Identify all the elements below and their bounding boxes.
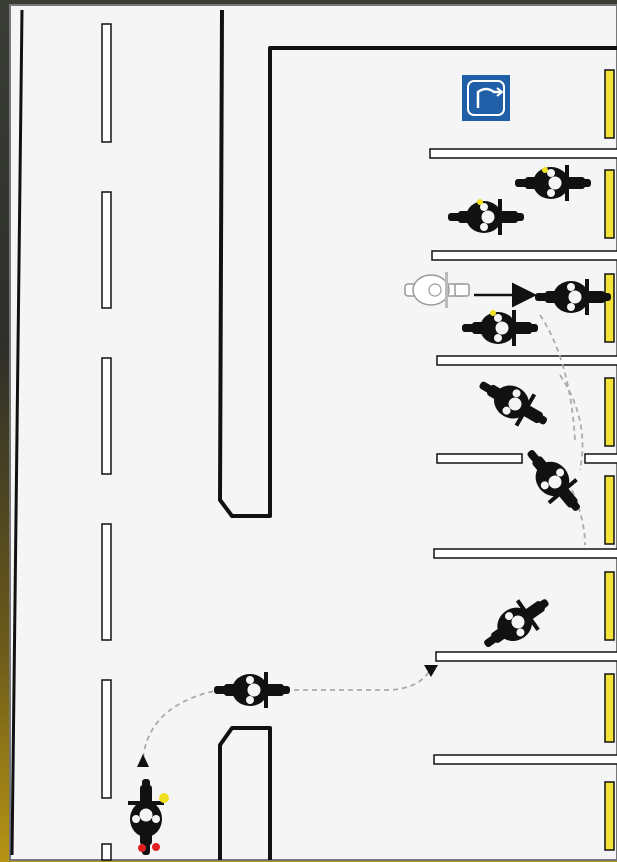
wheel-stop <box>605 674 614 742</box>
highlight-dot <box>542 167 548 173</box>
lane-dash <box>102 844 111 860</box>
brake-light <box>152 843 160 851</box>
parking-line <box>585 454 617 463</box>
highlight-dot <box>477 199 483 205</box>
parking-line <box>437 454 522 463</box>
lane-dash <box>102 24 111 142</box>
lane-dash <box>102 680 111 798</box>
wheel-stop <box>605 70 614 138</box>
parking-line <box>430 149 617 158</box>
wheel-stop <box>605 476 614 544</box>
wheel-stop <box>605 782 614 850</box>
wheel-stop <box>605 170 614 238</box>
parking-line <box>432 251 617 260</box>
lane-dash <box>102 192 111 308</box>
lane-dash <box>102 524 111 640</box>
highlight-dot <box>490 310 496 316</box>
parking-line <box>437 356 617 365</box>
parking-line <box>434 549 617 558</box>
wheel-stop <box>605 274 614 342</box>
rider-turn-sign-icon <box>462 75 510 121</box>
parking-line <box>434 755 617 764</box>
parking-line <box>436 652 617 661</box>
diagram-background <box>10 5 617 860</box>
wheel-stop <box>605 572 614 640</box>
wheel-stop <box>605 378 614 446</box>
lane-dash <box>102 358 111 474</box>
highlight-dot <box>159 793 169 803</box>
brake-light <box>138 844 146 852</box>
